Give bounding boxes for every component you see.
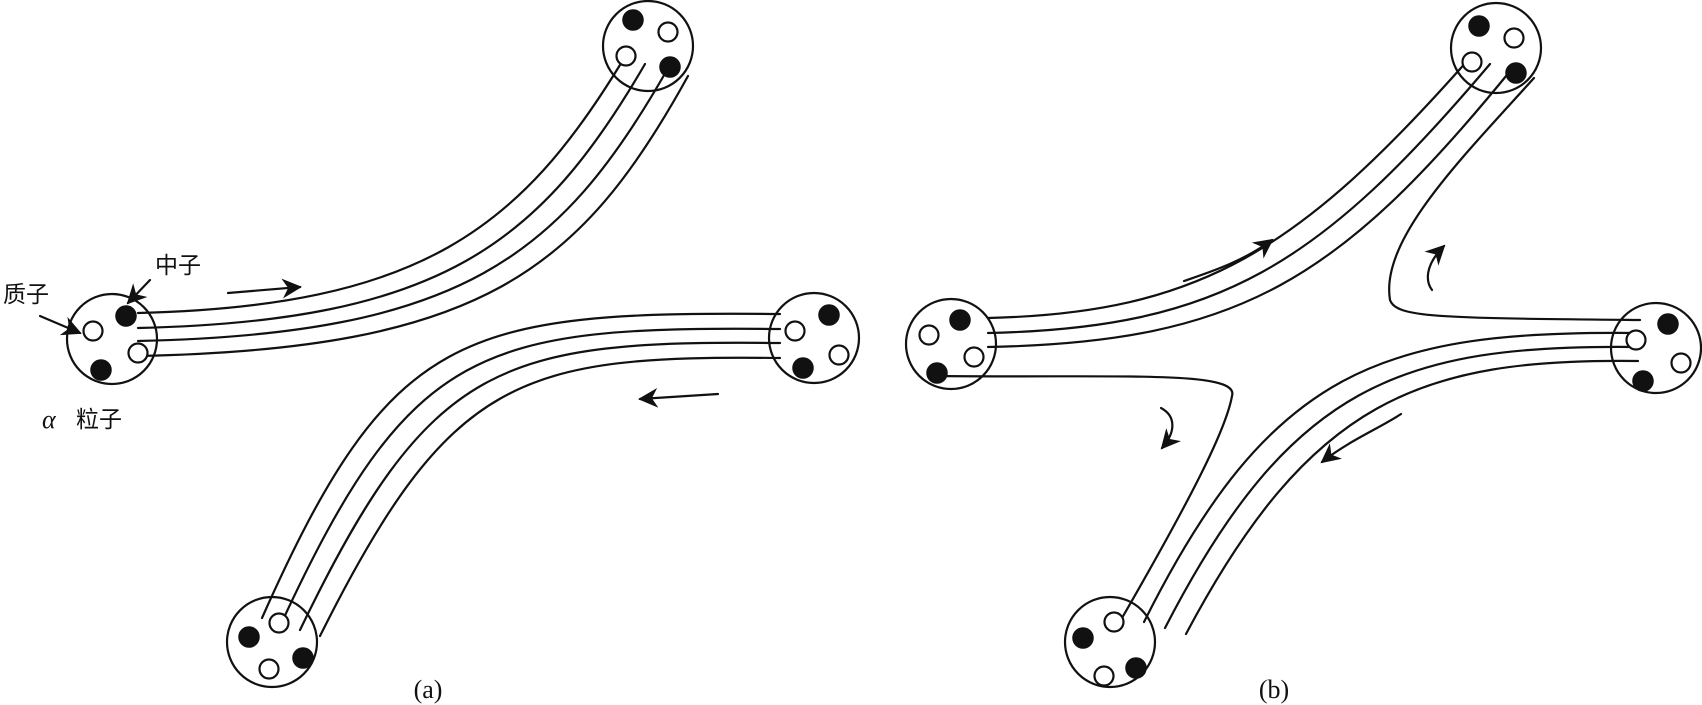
panel-a: 质子 中子 α 粒子 (a) [3, 0, 861, 704]
neutron-label: 中子 [155, 253, 201, 279]
panel-b-alpha-right [1609, 301, 1702, 395]
panel-a-alpha-left [65, 292, 159, 386]
proton-label: 质子 [3, 282, 49, 308]
curl-arrow-up [1424, 244, 1446, 292]
panel-b-upper-track [986, 58, 1642, 349]
curl-arrow-down [1159, 406, 1182, 450]
panel-b-lower-track [936, 331, 1640, 636]
caption-a: (a) [414, 675, 443, 704]
alpha-greek-label: α [42, 405, 57, 434]
panel-b: (b) [904, 1, 1702, 704]
panel-a-alpha-right [767, 291, 861, 385]
motion-arrow-up [1182, 238, 1274, 283]
neutron-marker [90, 359, 112, 381]
motion-arrow-right [226, 278, 302, 299]
panel-b-alpha-left [904, 297, 998, 391]
proton-marker [127, 342, 149, 364]
neutron-marker [115, 305, 137, 327]
proton-marker [82, 320, 104, 342]
panel-a-alpha-lower-left [225, 595, 319, 689]
panel-a-upper-track [136, 58, 690, 358]
panel-a-lower-track [260, 312, 782, 638]
proton-pointer [38, 314, 82, 336]
motion-arrow-left [638, 387, 720, 408]
panel-a-alpha-upper-right [601, 0, 695, 93]
motion-arrow-down [1320, 412, 1403, 464]
neutron-pointer [126, 278, 152, 305]
panel-b-alpha-lower-left [1063, 595, 1157, 689]
caption-b: (b) [1259, 675, 1289, 704]
panel-b-alpha-upper-right [1449, 1, 1543, 95]
alpha-particle-label: 粒子 [76, 407, 122, 433]
